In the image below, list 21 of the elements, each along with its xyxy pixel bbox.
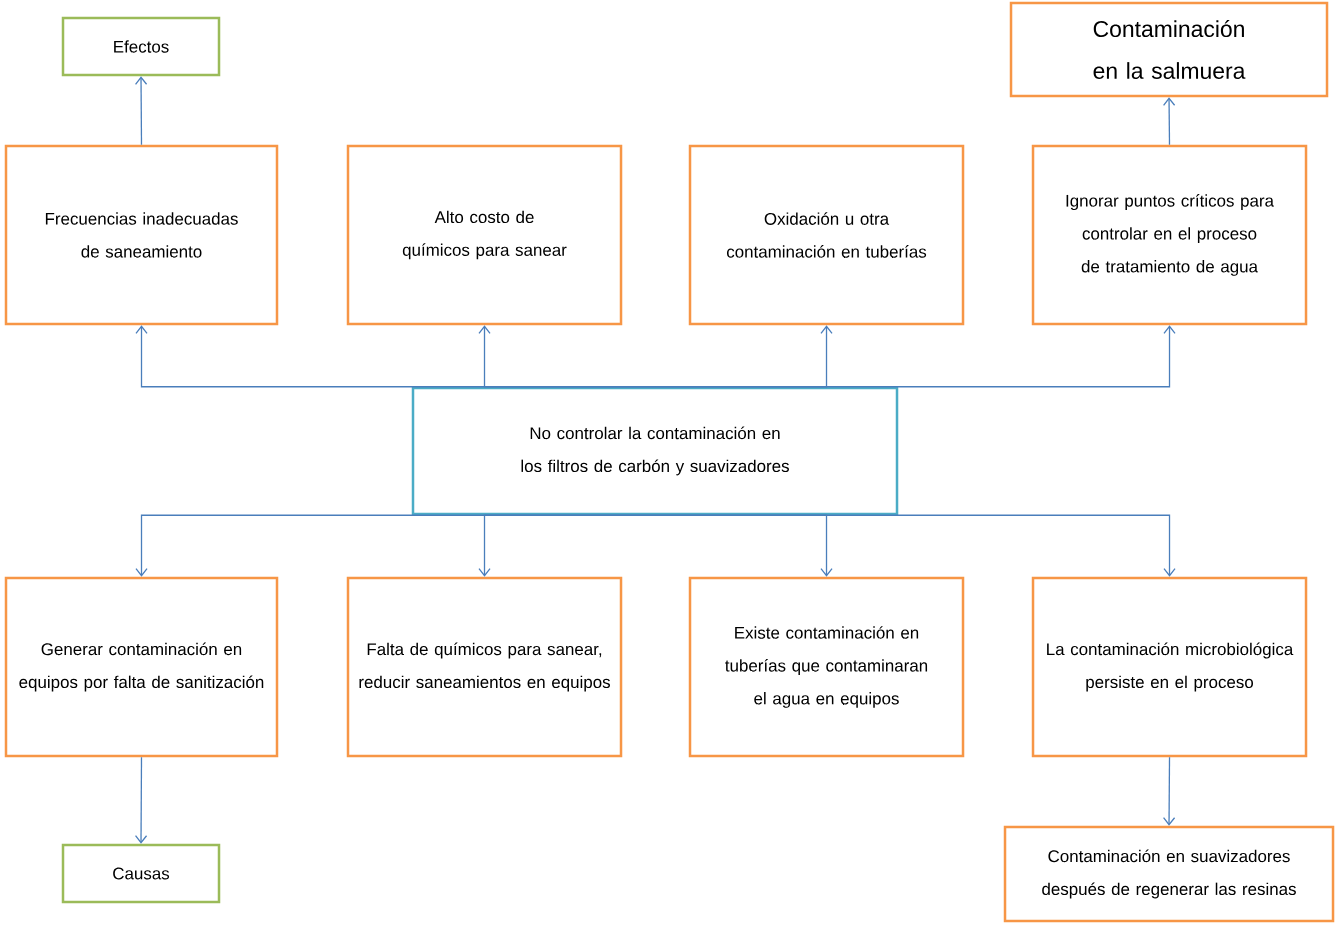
- arrow: [654, 514, 1176, 577]
- label-box: Efectos: [61, 16, 221, 77]
- effect-box: Ignorar puntos críticos para controlar en el proceso de tratamiento de agua: [1031, 144, 1308, 326]
- cause-box: Existe contaminación en tuberías que contaminaran el agua en equipos: [688, 576, 965, 758]
- effect-box: Alto costo de químicos para sanear: [346, 144, 623, 326]
- arrow: [478, 514, 656, 577]
- cause-box: La contaminación microbiológica persiste en el proceso: [1031, 576, 1308, 758]
- label-box: Causas: [61, 843, 221, 904]
- cause-box: Generar contaminación en equipos por falta de sanitización: [4, 576, 279, 758]
- cause-box: Contaminación en suavizadores después de regenerar las resinas: [1003, 825, 1335, 923]
- arrow: [478, 325, 656, 388]
- arrow: [134, 756, 148, 844]
- effect-box: Oxidación u otra contaminación en tuberías: [688, 144, 965, 326]
- outcome-box: Contaminación en la salmuera: [1009, 1, 1329, 98]
- effect-box: Frecuencias inadecuadas de saneamiento: [4, 144, 279, 326]
- arrow: [1162, 97, 1176, 146]
- arrow: [654, 325, 1176, 388]
- arrow: [134, 76, 148, 146]
- problem-box: No controlar la contaminación en los filtros de carbón y suavizadores: [411, 386, 899, 516]
- arrow: [1162, 756, 1176, 826]
- cause-box: Falta de químicos para sanear, reducir saneamientos en equipos: [346, 576, 623, 758]
